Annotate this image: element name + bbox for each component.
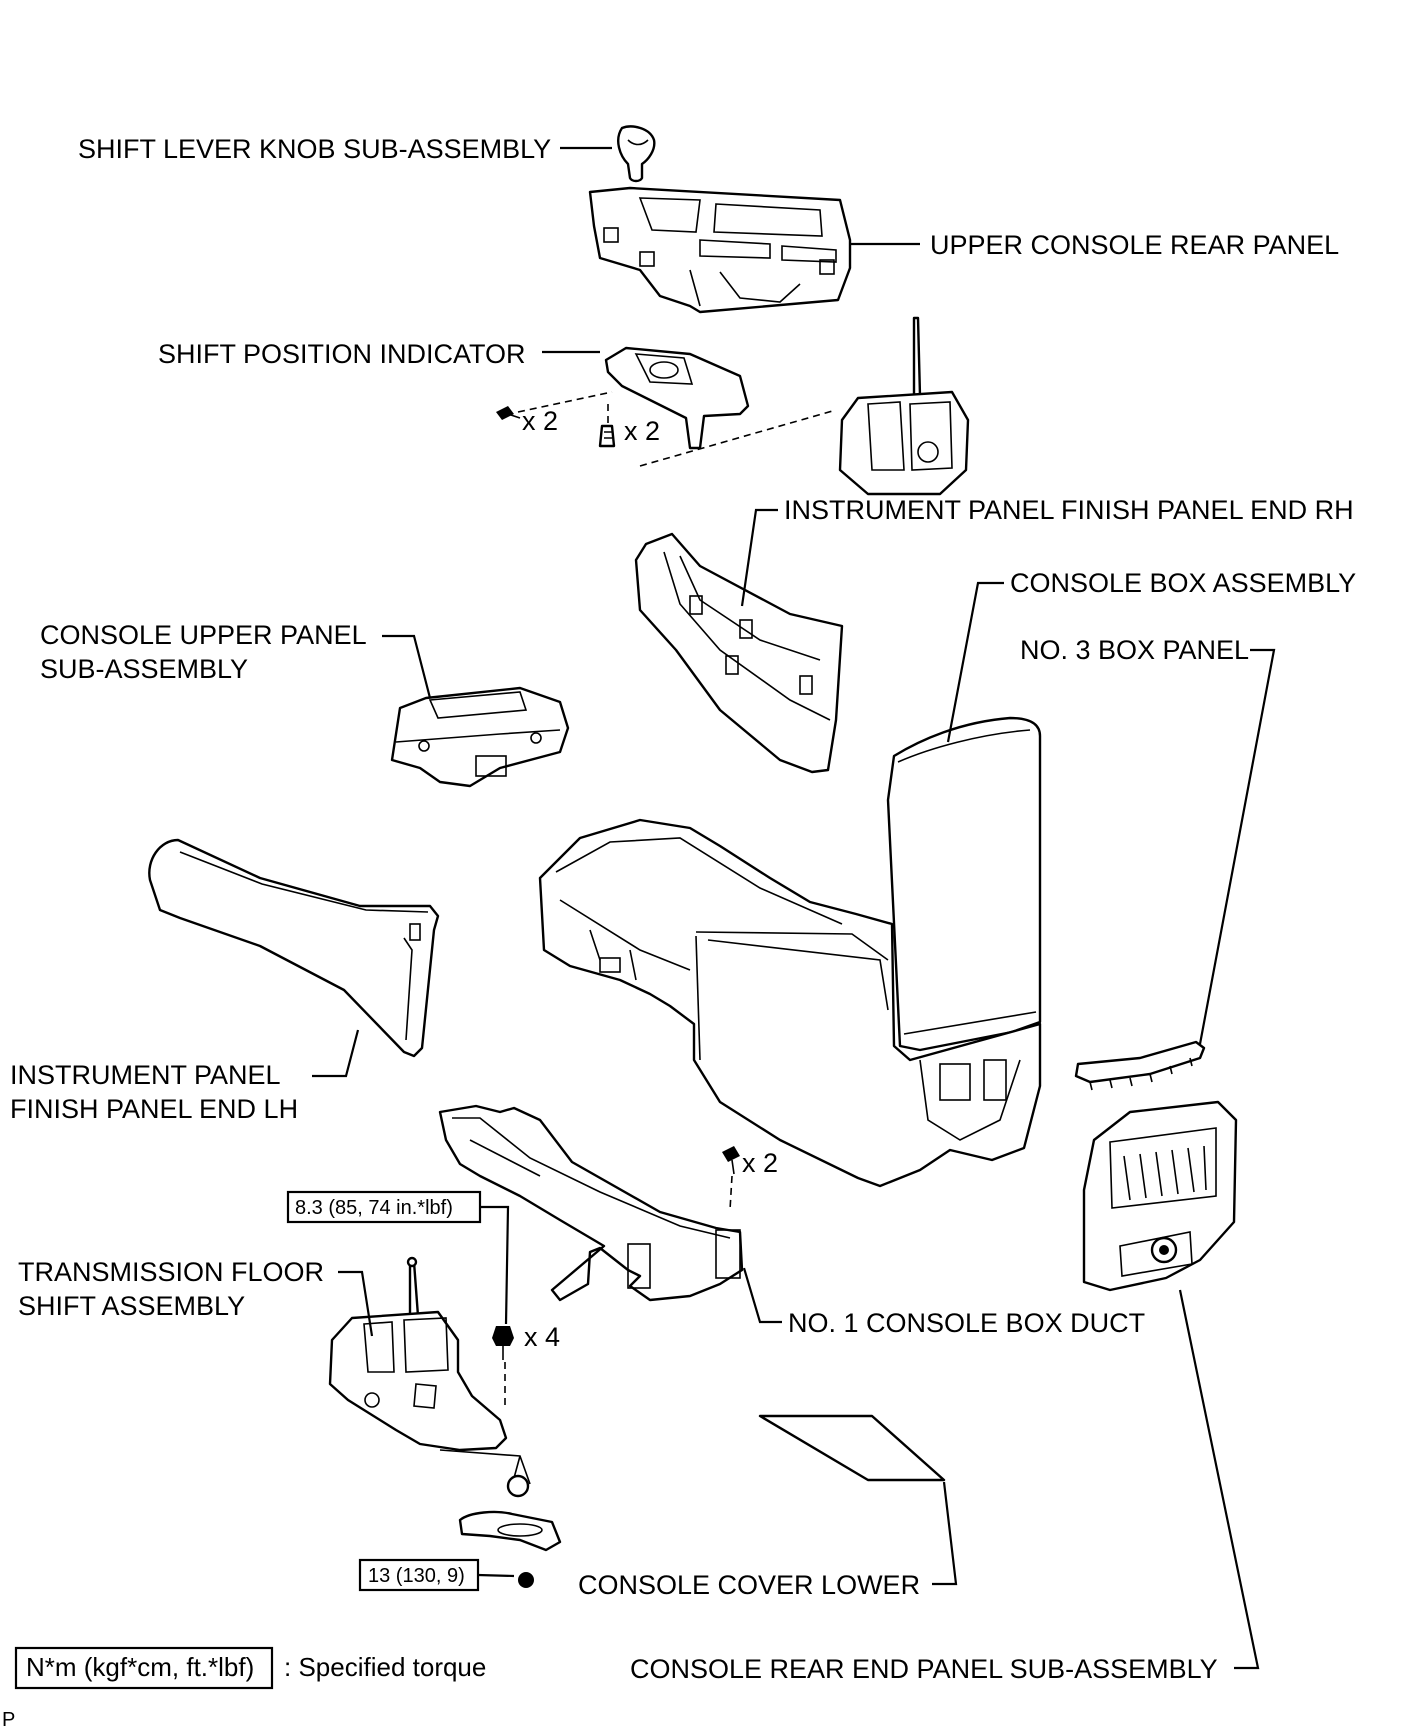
indicator-clip-qty: x 2 — [624, 416, 660, 446]
inst-panel-end-lh-leader — [312, 1029, 360, 1078]
no3-box-panel-label: NO. 3 BOX PANEL — [1020, 635, 1249, 665]
no1-console-box-duct-label: NO. 1 CONSOLE BOX DUCT — [788, 1308, 1145, 1338]
shift-cable-bracket-part — [458, 1510, 562, 1552]
transmission-floor-label-line2: SHIFT ASSEMBLY — [18, 1291, 245, 1321]
console-upper-panel-part — [390, 686, 570, 788]
inst-panel-end-rh-part — [634, 532, 844, 774]
indicator-screw-qty: x 2 — [522, 406, 558, 436]
console-cover-lower-leader — [932, 1481, 958, 1586]
console-rear-end-panel-leader — [1178, 1289, 1260, 1670]
inst-panel-end-lh-label-line1: INSTRUMENT PANEL — [10, 1060, 281, 1090]
no3-box-panel-leader — [1198, 648, 1276, 1045]
console-upper-panel-leader — [382, 634, 432, 699]
inst-panel-end-lh-part — [148, 838, 440, 1058]
console-upper-panel-label-line1: CONSOLE UPPER PANEL — [40, 620, 367, 650]
shift-bolt-icon — [492, 1326, 514, 1360]
no3-box-panel-part — [1074, 1040, 1206, 1091]
torque-legend-unit: N*m (kgf*cm, ft.*lbf) — [26, 1652, 254, 1682]
clip-icon — [598, 424, 616, 448]
shift-position-indicator-label: SHIFT POSITION INDICATOR — [158, 339, 526, 369]
console-rear-end-panel-label: CONSOLE REAR END PANEL SUB-ASSEMBLY — [630, 1654, 1218, 1684]
cable-nut-icon — [518, 1572, 534, 1588]
transmission-floor-leader — [338, 1270, 374, 1337]
upper-console-rear-panel-label: UPPER CONSOLE REAR PANEL — [930, 230, 1339, 260]
footer-mark: P — [2, 1709, 15, 1731]
shift-lever-knob-part — [617, 125, 656, 183]
no1-console-box-duct-part — [438, 1104, 744, 1302]
cable-nut-torque-value: 13 (130, 9) — [368, 1565, 465, 1587]
upper-console-rear-panel-part — [588, 186, 852, 314]
torque-legend-text: : Specified torque — [284, 1652, 486, 1682]
torque-legend-box — [14, 1646, 274, 1690]
console-screw-qty: x 2 — [742, 1148, 778, 1178]
transmission-floor-shift-part — [328, 1256, 531, 1498]
console-box-assembly-label: CONSOLE BOX ASSEMBLY — [1010, 568, 1356, 598]
inst-panel-end-rh-label: INSTRUMENT PANEL FINISH PANEL END RH — [784, 495, 1354, 525]
no1-console-box-duct-leader — [742, 1267, 782, 1324]
shift-bolt-torque-leader — [480, 1205, 510, 1325]
console-cover-lower-label: CONSOLE COVER LOWER — [578, 1570, 920, 1600]
inst-panel-end-lh-label-line2: FINISH PANEL END LH — [10, 1094, 298, 1124]
console-box-assembly-leader — [946, 581, 1004, 743]
console-screw-dashline — [729, 1175, 733, 1211]
console-upper-panel-label-line2: SUB-ASSEMBLY — [40, 654, 248, 684]
shift-bolt-torque-value: 8.3 (85, 74 in.*lbf) — [295, 1197, 453, 1219]
shift-lever-knob-label: SHIFT LEVER KNOB SUB-ASSEMBLY — [78, 134, 551, 164]
inst-panel-end-rh-leader — [740, 508, 778, 607]
console-screw-icon — [722, 1146, 740, 1175]
indicator-to-shift-dashline — [639, 409, 837, 467]
indicator-screw-dashline — [517, 391, 613, 413]
console-cover-lower-part — [758, 1414, 946, 1482]
console-box-assembly-part — [538, 716, 1042, 1188]
shift-assembly-upper-part — [838, 316, 970, 496]
screw-icon — [496, 406, 521, 420]
transmission-floor-label-line1: TRANSMISSION FLOOR — [18, 1257, 324, 1287]
shift-position-indicator-part — [604, 346, 750, 450]
console-rear-end-panel-part — [1082, 1100, 1238, 1292]
shift-bolt-qty: x 4 — [524, 1322, 560, 1352]
cable-nut-torque-leader — [477, 1573, 515, 1578]
